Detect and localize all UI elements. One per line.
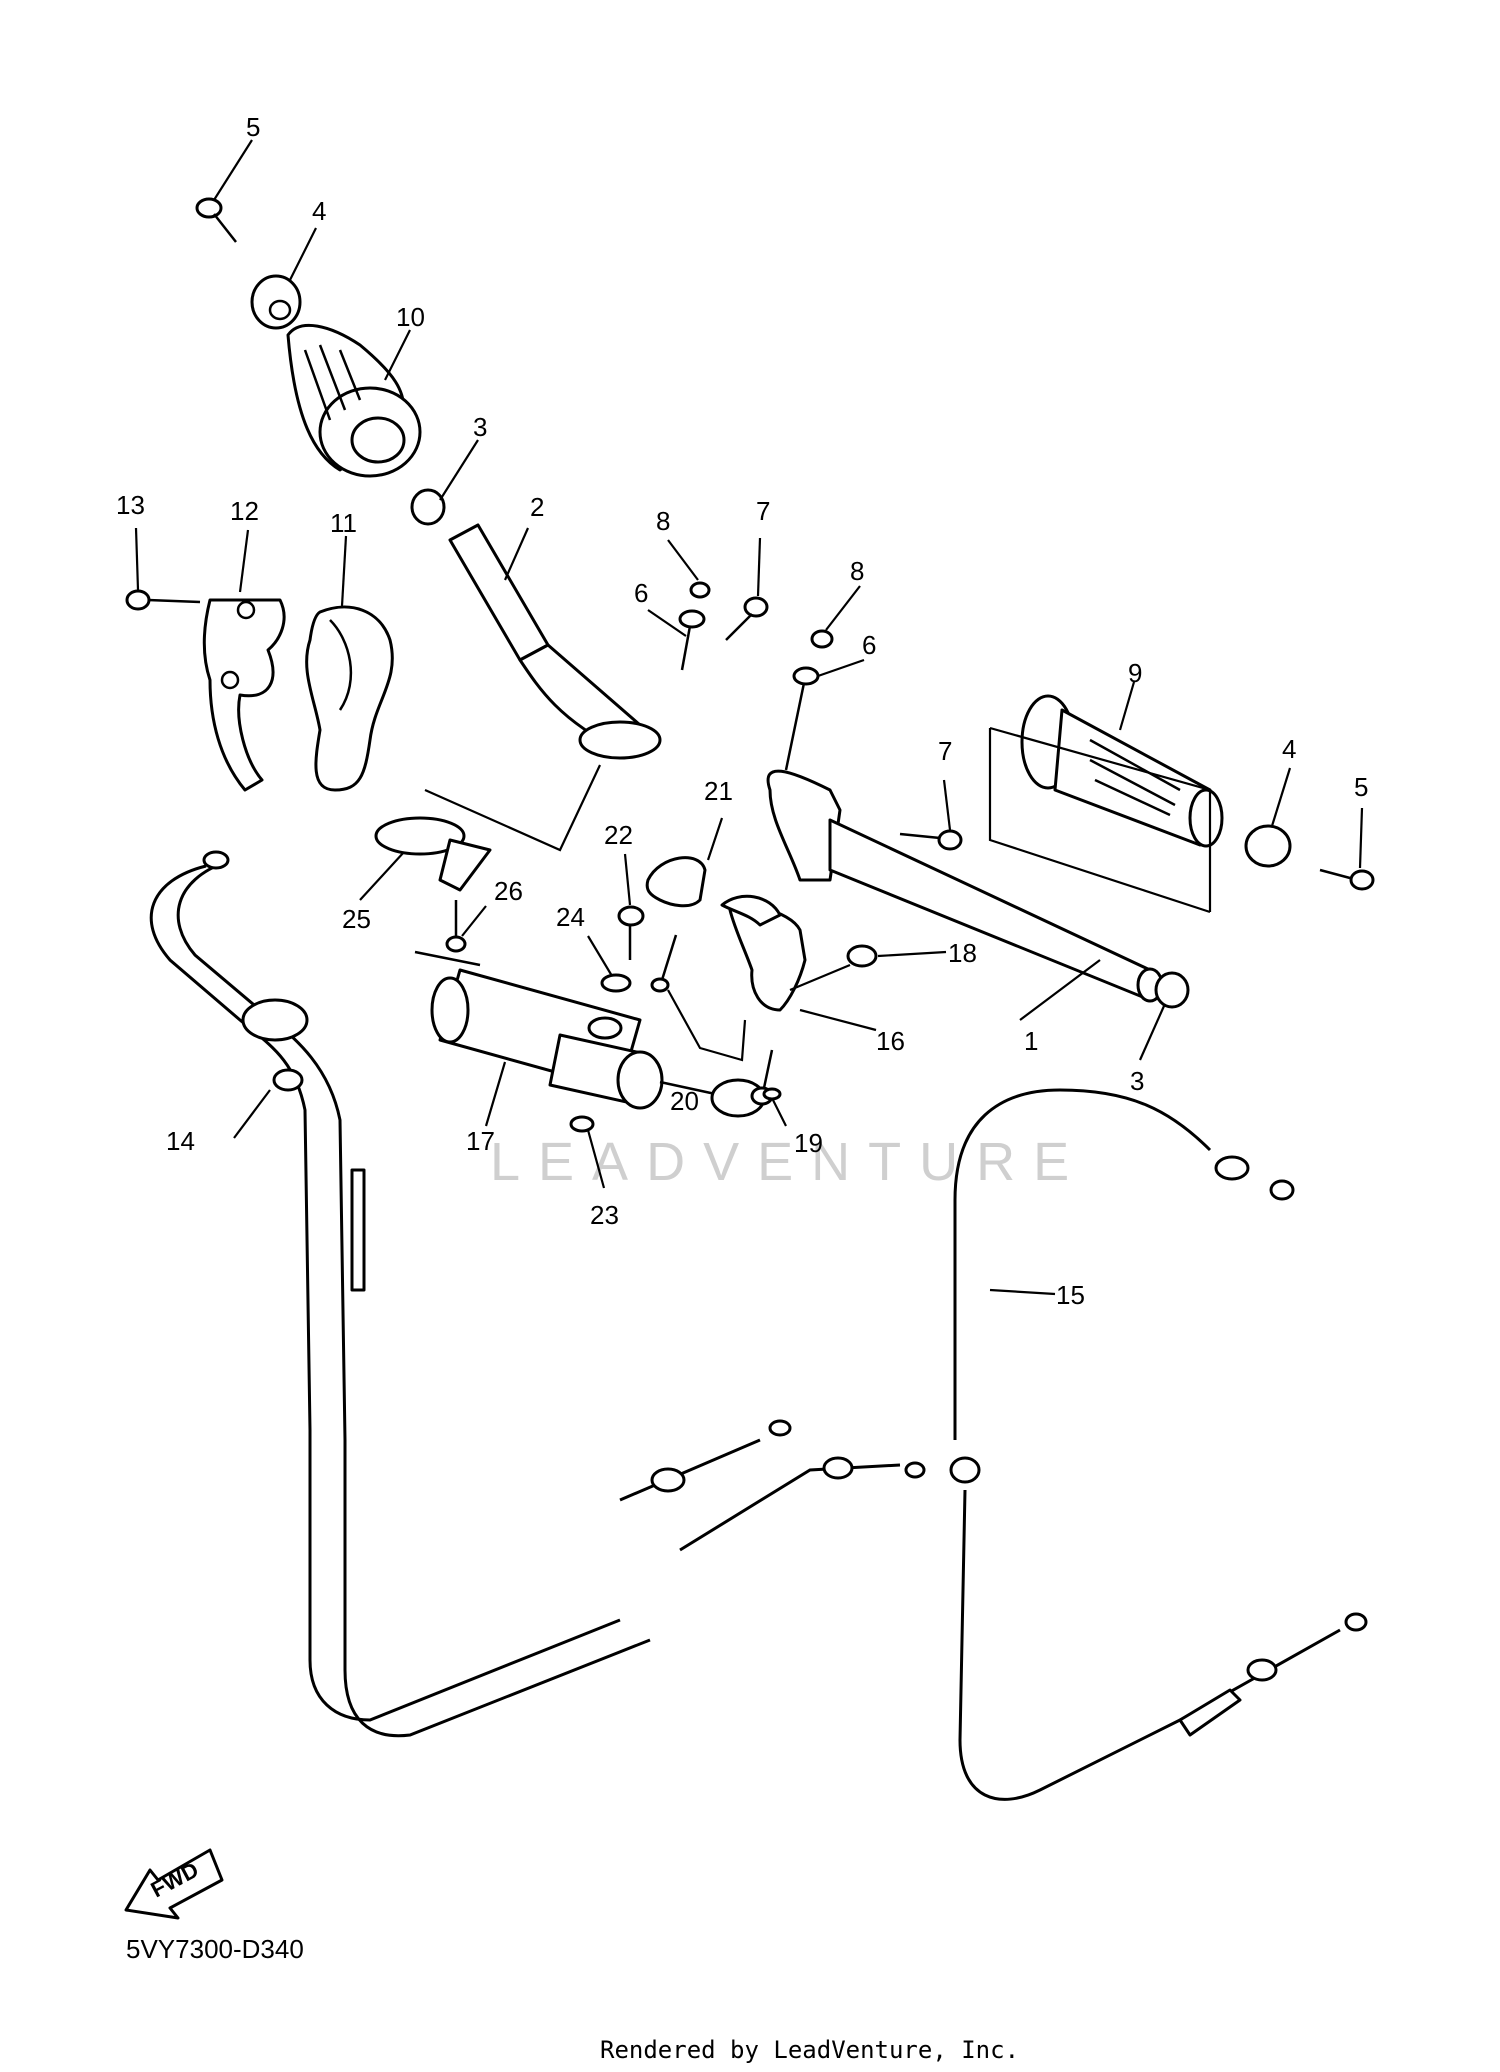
bolt-6-right — [784, 666, 820, 771]
bolt-20 — [650, 934, 678, 993]
holder-12 — [202, 598, 286, 792]
leader-lines — [134, 139, 1364, 1296]
callout-4-right: 4 — [1282, 734, 1296, 764]
bolt-22 — [617, 905, 645, 960]
fwd-arrow: FWD — [124, 1848, 224, 1920]
bolt-7-right — [899, 829, 963, 851]
callout-labels: 5 4 10 3 2 8 7 6 8 6 9 4 5 7 13 12 11 1 … — [116, 112, 1368, 1310]
callout-8-right: 8 — [850, 556, 864, 586]
lever-guard-11 — [305, 605, 394, 792]
bracket-16 — [720, 894, 807, 1012]
throttle-cable-14 — [149, 850, 926, 1738]
callout-11: 11 — [330, 508, 357, 538]
callout-10: 10 — [396, 302, 425, 332]
bolt-13 — [125, 589, 201, 611]
render-credit: Rendered by LeadVenture, Inc. — [600, 2036, 1019, 2064]
callout-17: 17 — [466, 1126, 495, 1156]
callout-18: 18 — [948, 938, 977, 968]
cap-3-right — [1154, 971, 1190, 1009]
watermark: LEADVENTURE — [490, 1132, 1087, 1192]
bolt-6-left — [678, 609, 706, 671]
callout-26: 26 — [494, 876, 523, 906]
callout-14: 14 — [166, 1126, 195, 1156]
bar-end-weight-4-right — [1244, 824, 1292, 868]
diagram-code: 5VY7300-D340 — [126, 1934, 304, 1964]
bar-end-weight-4-left — [250, 274, 302, 330]
bracket-21 — [645, 856, 707, 908]
callout-16: 16 — [876, 1026, 905, 1056]
bolt-7-left — [725, 596, 769, 641]
callout-7-left: 7 — [756, 496, 770, 526]
bolt-19 — [750, 1049, 782, 1106]
callout-21: 21 — [704, 776, 733, 806]
grip-9-right — [1020, 694, 1224, 848]
holder-25 — [374, 816, 492, 892]
callout-4-left: 4 — [312, 196, 326, 226]
callout-3-left: 3 — [473, 412, 487, 442]
callout-15: 15 — [1056, 1280, 1085, 1310]
handlebar-2-left — [410, 488, 662, 760]
bolt-5-left — [195, 197, 237, 243]
damper-bracket-line — [667, 963, 851, 1062]
nut-8-left — [689, 581, 711, 599]
callout-6-left: 6 — [634, 578, 648, 608]
callout-12: 12 — [230, 496, 259, 526]
washer-23 — [569, 1115, 595, 1133]
nut-8-right — [810, 629, 834, 649]
grip-10-left — [286, 323, 422, 478]
callout-24: 24 — [556, 902, 585, 932]
bolt-26 — [445, 900, 467, 953]
callout-25: 25 — [342, 904, 371, 934]
callout-7-right: 7 — [938, 736, 952, 766]
grip-kit-bracket — [988, 726, 1212, 914]
callout-23: 23 — [590, 1200, 619, 1230]
handlebar-1-right — [766, 769, 1164, 1003]
callout-1: 1 — [1024, 1026, 1038, 1056]
clutch-cable-15 — [949, 1088, 1368, 1801]
callout-19: 19 — [794, 1128, 823, 1158]
bolt-5-right — [1319, 868, 1375, 891]
callout-5-right: 5 — [1354, 772, 1368, 802]
callout-3-right: 3 — [1130, 1066, 1144, 1096]
holder-25-bracket — [424, 764, 601, 852]
callout-22: 22 — [604, 820, 633, 850]
callout-20: 20 — [670, 1086, 699, 1116]
callout-8-left: 8 — [656, 506, 670, 536]
nut-18 — [846, 944, 878, 968]
callout-9: 9 — [1128, 658, 1142, 688]
washer-24 — [600, 973, 632, 993]
callout-5-left: 5 — [246, 112, 260, 142]
callout-13: 13 — [116, 490, 145, 520]
callout-6-right: 6 — [862, 630, 876, 660]
callout-2: 2 — [530, 492, 544, 522]
steering-damper-17 — [414, 950, 766, 1118]
